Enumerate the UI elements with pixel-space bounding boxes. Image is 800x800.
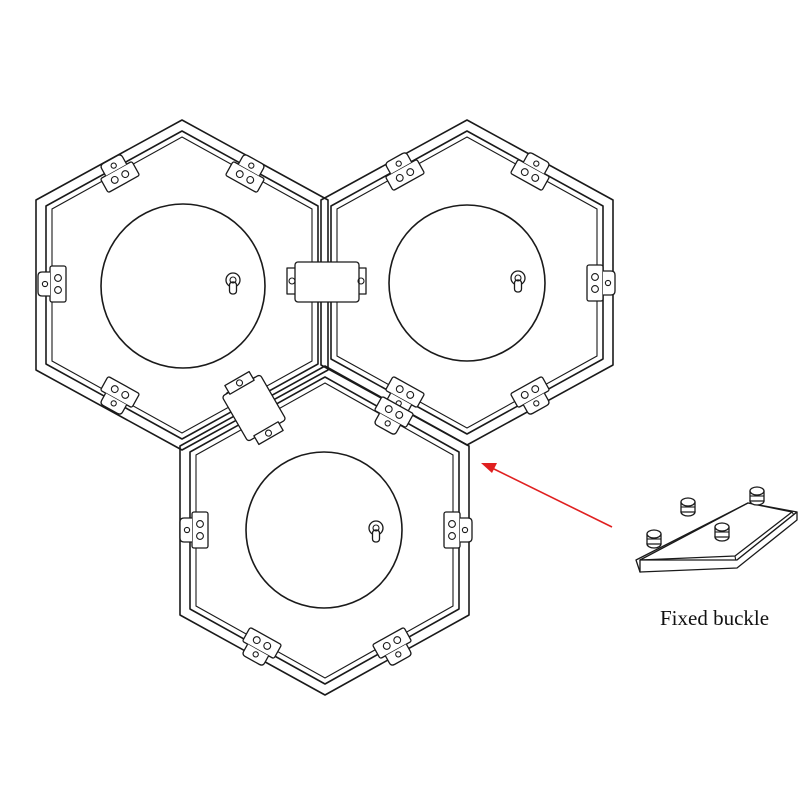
connector-clip-diagonal bbox=[222, 370, 286, 446]
pointer-arrow bbox=[481, 463, 613, 528]
fixed-buckle-caption: Fixed buckle bbox=[660, 606, 770, 630]
connector-clip-horizontal bbox=[286, 261, 367, 303]
hexagon-panel-bottom bbox=[179, 365, 473, 696]
hexagon-panel-top-left bbox=[35, 119, 329, 451]
fixed-buckle-plate bbox=[635, 486, 798, 573]
